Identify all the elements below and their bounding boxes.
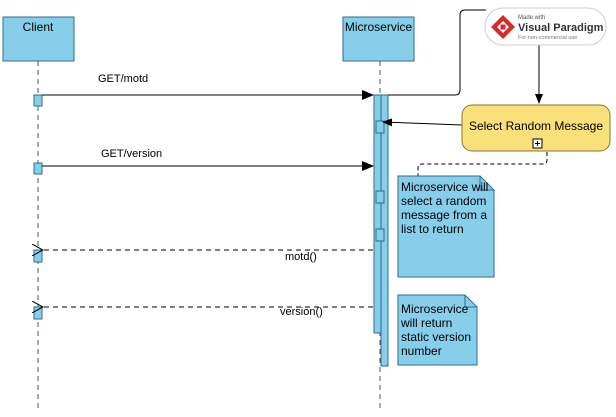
note-2-fold xyxy=(464,295,477,308)
note-1-fold xyxy=(479,176,494,191)
action-box[interactable] xyxy=(461,104,611,152)
lifeline-client-head[interactable] xyxy=(2,16,75,62)
message-get-version[interactable]: GET/version xyxy=(42,148,374,171)
action-label: Select Random Message xyxy=(469,119,603,133)
client-activation-3[interactable] xyxy=(33,249,43,263)
lifeline-client[interactable]: Client xyxy=(2,16,75,410)
note-2-body[interactable] xyxy=(397,294,478,366)
microservice-activation-inner[interactable] xyxy=(373,94,382,334)
client-activation-2[interactable] xyxy=(33,162,43,175)
watermark-connector xyxy=(388,9,486,96)
action-select-random-message[interactable]: Select Random Message xyxy=(382,104,611,152)
watermark-brand: Visual Paradigm xyxy=(518,22,604,34)
watermark-made-with: Made with xyxy=(518,15,545,21)
microservice-activation-tick-1[interactable] xyxy=(375,120,385,134)
client-activation-1[interactable] xyxy=(33,94,43,107)
microservice-activation-tick-3[interactable] xyxy=(375,228,385,242)
message-version-return-label: version() xyxy=(280,306,323,318)
client-activation-4[interactable] xyxy=(33,306,43,320)
visual-paradigm-watermark: Made with Visual Paradigm For non-commer… xyxy=(484,7,607,46)
watermark-sub: For non-commercial use xyxy=(518,35,577,41)
note-1-body[interactable] xyxy=(397,175,495,278)
lifeline-microservice[interactable]: Microservice xyxy=(342,16,415,410)
note-1-connector xyxy=(417,152,548,176)
note-1[interactable] xyxy=(397,152,548,278)
note-2-text: Microservice will return static version … xyxy=(401,302,472,358)
note-1-text: Microservice will select a random messag… xyxy=(401,180,489,236)
lifeline-client-label: Client xyxy=(23,20,54,34)
lifeline-microservice-label: Microservice xyxy=(345,20,413,34)
message-motd-return-label: motd() xyxy=(285,251,317,263)
action-connector xyxy=(382,118,463,127)
message-motd-return[interactable]: motd() xyxy=(43,250,373,263)
visual-paradigm-logo-icon xyxy=(491,15,515,39)
plus-box-icon[interactable] xyxy=(532,138,543,149)
note-2[interactable] xyxy=(397,294,478,366)
message-version-return[interactable]: version() xyxy=(43,306,373,318)
message-get-version-label: GET/version xyxy=(101,148,162,160)
message-get-motd-label: GET/motd xyxy=(98,73,148,85)
lifeline-microservice-head[interactable] xyxy=(342,16,415,62)
microservice-activation-tick-2[interactable] xyxy=(375,190,385,204)
message-get-motd[interactable]: GET/motd xyxy=(42,73,374,100)
